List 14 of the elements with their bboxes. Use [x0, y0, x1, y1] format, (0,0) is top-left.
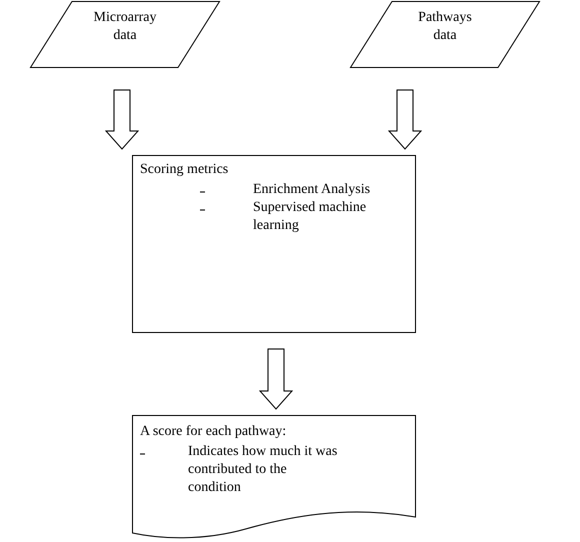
data-input-parallelogram	[350, 1, 540, 68]
list-item: Supervised machine learning	[253, 199, 368, 235]
process-box	[132, 155, 416, 333]
block-arrow	[258, 348, 294, 410]
node-heading: Scoring metrics	[140, 161, 228, 179]
node-label: Microarray data	[92, 9, 158, 45]
node-heading: A score for each pathway:	[140, 423, 286, 441]
block-arrow	[388, 90, 422, 150]
data-input-parallelogram	[30, 1, 220, 68]
list-item: Indicates how much it was contributed to the condition	[188, 443, 338, 497]
node-label: Pathways data	[417, 9, 473, 45]
block-arrow	[104, 90, 140, 150]
document-shape	[132, 415, 416, 541]
list-item: Enrichment Analysis	[253, 181, 372, 199]
